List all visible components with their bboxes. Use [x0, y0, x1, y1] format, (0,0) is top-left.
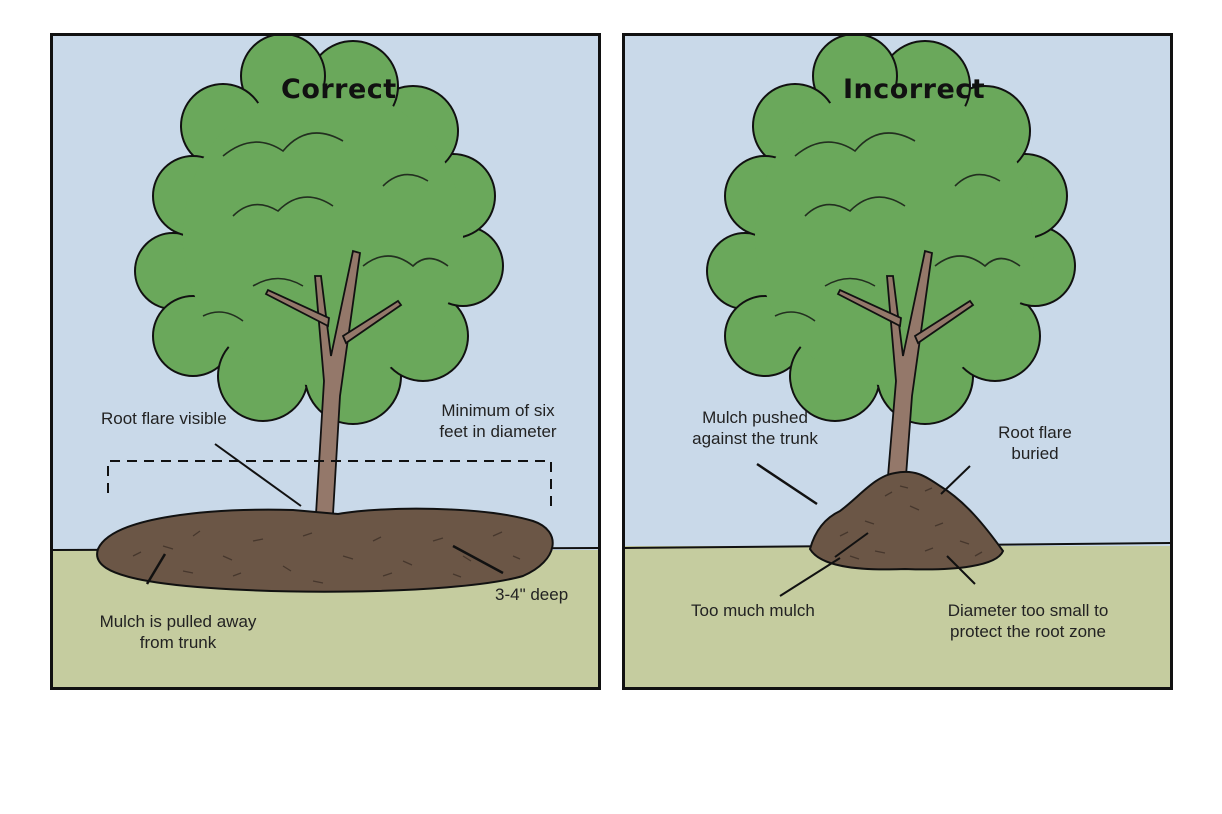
diameter-small-leader	[946, 555, 976, 585]
buried-label: Root flare buried	[980, 422, 1090, 464]
tree-trunk	[264, 249, 403, 515]
buried-line1: Root flare	[998, 423, 1072, 442]
diameter-dashed-line	[107, 460, 552, 513]
tree-trunk	[836, 249, 975, 477]
buried-line2: buried	[1011, 444, 1059, 463]
diameter-label-line1: Minimum of six	[441, 401, 555, 420]
pulled-away-line1: Mulch is pulled away	[99, 612, 257, 631]
incorrect-panel: Incorrect Mulch pushed against the trunk…	[622, 33, 1173, 690]
pulled-away-leader	[145, 553, 167, 585]
too-much-mulch-label: Too much mulch	[691, 601, 815, 620]
depth-label: 3-4" deep	[495, 585, 569, 604]
pushed-leader	[756, 462, 818, 506]
incorrect-scene	[625, 36, 1170, 687]
buried-leader	[940, 465, 971, 495]
diameter-label: Minimum of six feet in diameter	[423, 400, 573, 442]
pushed-line1: Mulch pushed	[702, 408, 808, 427]
mulch-volcano	[808, 470, 1005, 571]
incorrect-title: Incorrect	[843, 74, 986, 105]
diameter-small-label: Diameter too small to protect the root z…	[923, 600, 1133, 642]
too-much-mulch-leader	[834, 532, 869, 558]
pulled-away-label: Mulch is pulled away from trunk	[93, 611, 263, 653]
correct-scene	[53, 36, 598, 687]
diameter-small-line1: Diameter too small to	[947, 601, 1109, 620]
tree-foliage	[134, 36, 504, 425]
depth-leader	[452, 544, 504, 575]
pushed-line2: against the trunk	[692, 429, 818, 448]
correct-panel: Correct Root flare visible Minimum of si…	[50, 33, 601, 690]
root-flare-leader	[214, 443, 302, 507]
diameter-small-line2: protect the root zone	[950, 622, 1106, 641]
correct-title: Correct	[281, 74, 397, 105]
root-flare-visible-label: Root flare visible	[101, 409, 227, 428]
diameter-label-line2: feet in diameter	[439, 422, 557, 441]
too-much-mulch-leader-2	[779, 557, 841, 597]
mulch-ring	[96, 507, 554, 593]
pulled-away-line2: from trunk	[139, 633, 217, 652]
pushed-label: Mulch pushed against the trunk	[675, 407, 835, 449]
